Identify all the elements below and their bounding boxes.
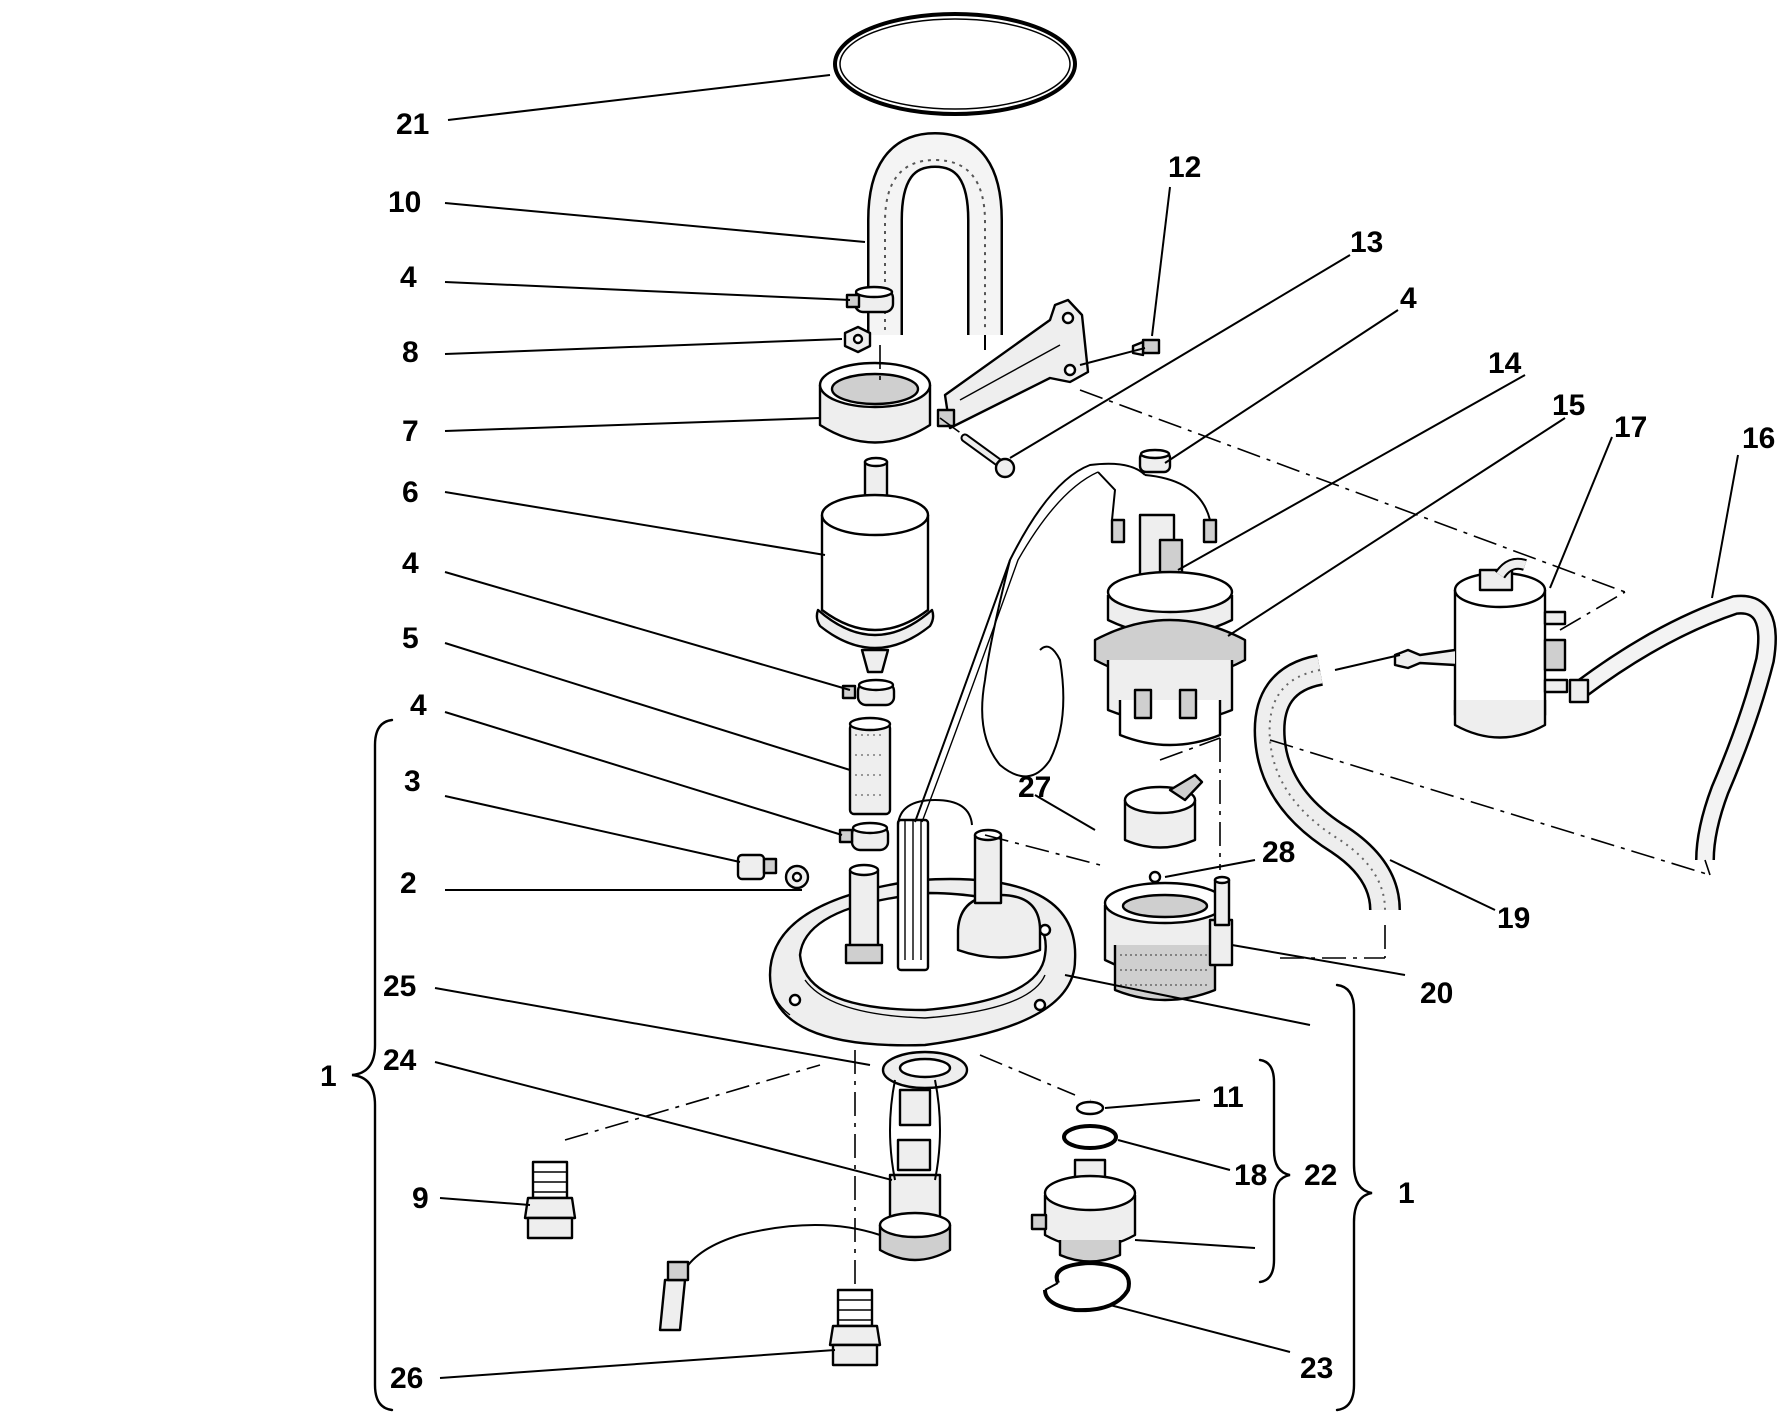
part-20-strainer [1103,870,1234,1002]
callout-1-right: 1 [1398,1177,1415,1210]
part-10-u-hose [867,131,1003,350]
part-1-flange-plate [768,798,1077,1047]
callout-12: 12 [1168,151,1201,184]
callout-8: 8 [402,336,419,369]
part-2-washer [784,864,810,890]
callout-23: 23 [1300,1352,1333,1385]
callout-10: 10 [388,186,421,219]
part-24-sensor [658,1079,952,1332]
callout-3: 3 [404,765,421,798]
assembly-braces [351,718,1373,1412]
part-12-screw [1131,338,1161,357]
part-19-hose [1253,654,1401,959]
callout-24: 24 [383,1044,417,1077]
leader-lines [434,74,1739,1379]
callout-2: 2 [400,867,417,900]
part-14-fuel-pump [1093,513,1247,747]
part-13-bolt [939,417,1016,479]
callout-14: 14 [1488,347,1522,380]
callout-21: 21 [396,108,429,141]
callout-9: 9 [412,1182,429,1215]
callout-4-d: 4 [1400,282,1417,315]
part-4-clamp-top [845,285,895,314]
callout-4-a: 4 [400,261,417,294]
part-4-clamp-lower [838,821,890,852]
part-4-clamp-pump [1138,448,1172,474]
part-9-fitting [523,1160,577,1240]
part-11-ring [1075,1100,1105,1116]
part-25-gasket [881,1050,969,1090]
callout-7: 7 [402,415,419,448]
part-wire-harness [914,462,1218,823]
callout-17: 17 [1614,411,1647,444]
callout-labels: 21 10 4 8 7 6 4 5 4 3 2 25 24 1 9 26 12 … [320,108,1775,1395]
callout-20: 20 [1420,977,1453,1010]
part-7-filter-bracket [818,298,1090,444]
callout-11: 11 [1212,1081,1244,1114]
callout-22: 22 [1304,1159,1337,1192]
callout-18: 18 [1234,1159,1267,1192]
part-26-fitting [828,1050,882,1367]
part-8-nut [843,325,872,354]
part-21-o-ring [833,12,1077,116]
part-18-o-ring [1062,1124,1118,1150]
callout-28: 28 [1262,836,1295,869]
callout-13: 13 [1350,226,1383,259]
part-23-circlip [1043,1260,1131,1313]
callout-16: 16 [1742,422,1775,455]
part-4-clamp-middle [841,678,896,707]
callout-1-left: 1 [320,1060,337,1093]
callout-27: 27 [1018,771,1051,804]
part-3-fitting [736,853,778,881]
part-6-fuel-filter [815,456,935,674]
callout-15: 15 [1552,389,1585,422]
part-22-regulator [1030,1158,1137,1263]
callout-5: 5 [402,622,419,655]
part-16-long-hose [1568,594,1777,861]
part-5-short-hose [848,716,892,816]
assembly-dash-lines [564,345,1711,1141]
callout-26: 26 [390,1362,423,1395]
callout-25: 25 [383,970,416,1003]
callout-6: 6 [402,476,419,509]
part-17-pressure-regulator [1393,557,1569,739]
callout-4-c: 4 [410,689,427,722]
callout-4-b: 4 [402,547,419,580]
part-27-spacer [1123,738,1221,870]
callout-19: 19 [1497,902,1530,935]
